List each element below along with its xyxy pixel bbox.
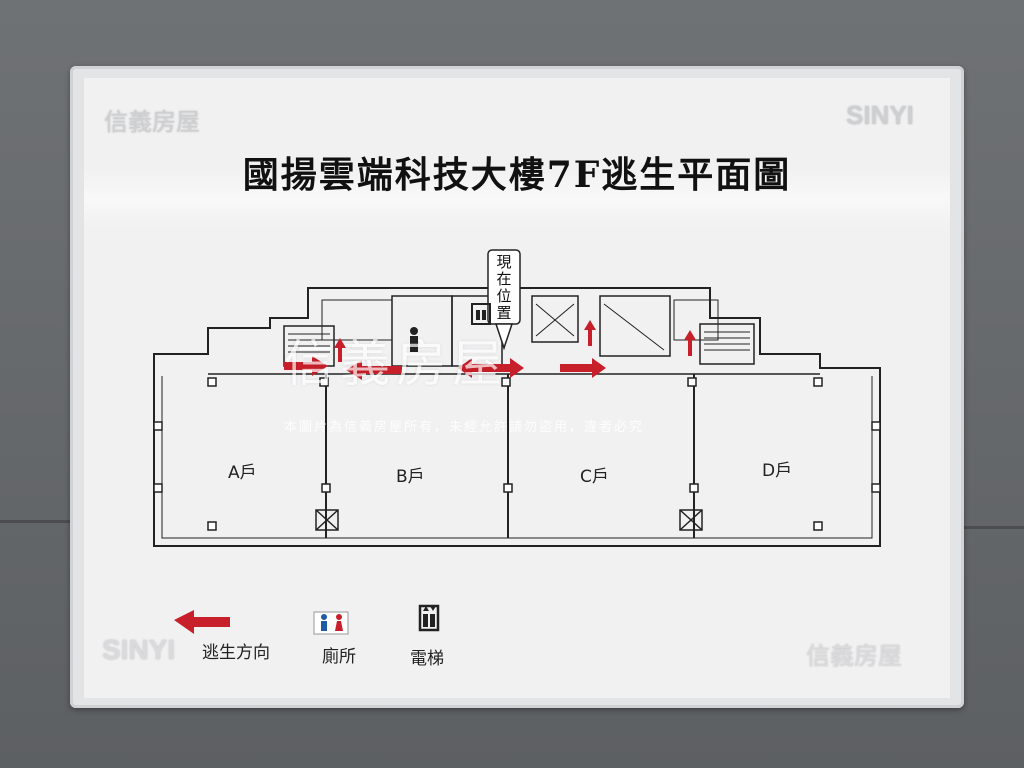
escape-arrow-icon <box>560 358 606 378</box>
building-outline <box>153 287 881 547</box>
legend-escape-label: 逃生方向 <box>202 643 270 663</box>
escape-arrow-icon <box>346 360 402 380</box>
escape-arrow-icon <box>684 330 696 356</box>
watermark-top-right: SINYI <box>846 100 914 130</box>
unit-a-label: A戶 <box>228 463 257 483</box>
legend-elevator-icon <box>418 604 440 632</box>
watermark-copyright: 本圖片為信義房屋所有，未經允許請勿盜用，違者必究 <box>284 420 645 435</box>
watermark-center: 信義房屋 <box>284 335 508 393</box>
unit-b-label: B戶 <box>396 467 425 487</box>
escape-arrows <box>284 320 696 380</box>
current-location-marker <box>487 249 521 351</box>
floor-plan <box>153 249 881 635</box>
watermark-bottom-left: SINYI <box>102 634 176 665</box>
current-location-label: 現在位置 <box>496 253 512 322</box>
lamination-glare <box>84 168 950 228</box>
escape-arrow-icon <box>334 338 346 362</box>
unit-c-label: C戶 <box>580 467 609 487</box>
escape-arrow-icon <box>458 358 524 378</box>
escape-arrow-icon <box>284 356 328 376</box>
watermark-bottom-right: 信義房屋 <box>806 643 902 670</box>
legend-restroom-label: 廁所 <box>322 647 356 667</box>
elevator-icon <box>471 303 491 325</box>
restroom-icon <box>410 327 418 352</box>
escape-arrow-icon <box>584 320 596 346</box>
plan-title: 國揚雲端科技大樓7F逃生平面圖 <box>242 154 792 196</box>
wall-tile-seam <box>964 526 1024 529</box>
unit-d-label: D戶 <box>762 461 793 481</box>
legend-restroom-icon <box>313 611 349 635</box>
legend-escape-arrow-icon <box>174 610 230 634</box>
legend-elevator-label: 電梯 <box>410 649 444 669</box>
watermark-top-left: 信義房屋 <box>104 109 200 136</box>
evacuation-plan-paper: 信義房屋 SINYI 國揚雲端科技大樓7F逃生平面圖 <box>84 78 950 698</box>
wall-tile-seam <box>0 520 70 523</box>
